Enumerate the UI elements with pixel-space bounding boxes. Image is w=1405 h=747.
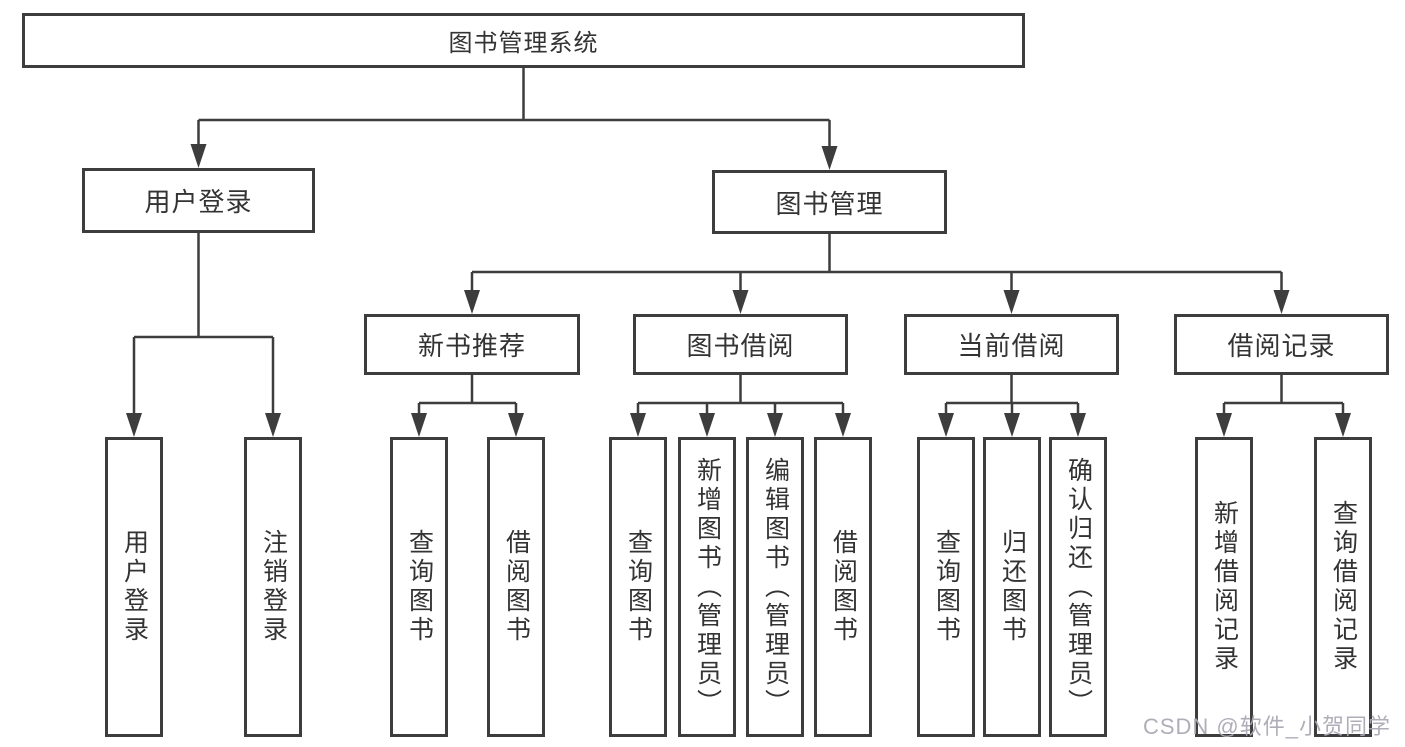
arrow-down-icon (190, 144, 207, 168)
arrow-down-icon (630, 413, 646, 437)
arrow-down-icon (464, 290, 480, 314)
leaf-node-user-login: 用户登录 (105, 437, 163, 737)
connector-current-borrow-to-leaves (938, 375, 1086, 437)
leaf-node-logout: 注销登录 (244, 437, 302, 737)
module-node-borrow-records: 借阅记录 (1174, 314, 1389, 375)
leaf-node-borrow-books-2: 借阅图书 (814, 437, 872, 737)
module-node-label: 新书推荐 (417, 331, 526, 361)
branch-node-label: 图书管理 (775, 188, 884, 219)
arrow-down-icon (411, 413, 427, 437)
arrow-down-icon (1070, 413, 1086, 437)
leaf-node-label: 借阅图书 (502, 529, 531, 645)
arrow-down-icon (835, 413, 851, 437)
csdn-watermark: CSDN @软件_小贺同学 (1142, 714, 1391, 739)
leaf-node-label: 注销登录 (259, 529, 288, 645)
leaf-node-label: 用户登录 (120, 529, 149, 645)
arrow-down-icon (821, 146, 838, 170)
leaf-node-return-book: 归还图书 (983, 437, 1041, 737)
branch-node-user-login: 用户登录 (82, 168, 315, 233)
leaf-node-label: 借阅图书 (829, 529, 858, 645)
connector-user-login-to-leaves (126, 233, 281, 437)
leaf-node-label: 新增图书（管理员） (693, 456, 722, 718)
arrow-down-icon (1216, 413, 1232, 437)
module-node-current-borrow: 当前借阅 (904, 314, 1119, 375)
leaf-node-add-book-admin: 新增图书（管理员） (678, 437, 736, 737)
arrow-down-icon (699, 413, 715, 437)
arrow-down-icon (938, 413, 954, 437)
leaf-node-label: 确认归还（管理员） (1064, 456, 1093, 718)
connector-borrow-records-to-leaves (1216, 375, 1351, 437)
arrow-down-icon (767, 413, 783, 437)
root-node-label: 图书管理系统 (448, 30, 599, 57)
module-node-book-borrow: 图书借阅 (633, 314, 848, 375)
connector-root-to-branches (190, 68, 838, 170)
arrow-down-icon (732, 290, 749, 314)
branch-node-book-management: 图书管理 (712, 170, 947, 234)
arrow-down-icon (508, 413, 524, 437)
leaf-node-edit-book-admin: 编辑图书（管理员） (746, 437, 804, 737)
leaf-node-label: 查询图书 (932, 529, 961, 645)
connector-book-mgmt-to-modules (464, 234, 1290, 314)
arrow-down-icon (126, 413, 142, 437)
leaf-node-query-borrow-record: 查询借阅记录 (1314, 437, 1372, 737)
leaf-node-label: 新增借阅记录 (1210, 500, 1239, 674)
leaf-node-label: 查询图书 (624, 529, 653, 645)
leaf-node-borrow-books-1: 借阅图书 (487, 437, 545, 737)
leaf-node-query-books-3: 查询图书 (917, 437, 975, 737)
root-node-library-system: 图书管理系统 (22, 13, 1025, 68)
arrow-down-icon (1335, 413, 1351, 437)
leaf-node-label: 查询图书 (405, 529, 434, 645)
leaf-node-label: 查询借阅记录 (1329, 500, 1358, 674)
connector-book-borrow-to-leaves (630, 375, 851, 437)
module-node-new-book-recommend: 新书推荐 (364, 314, 580, 375)
connector-new-book-to-leaves (411, 375, 524, 437)
branch-node-label: 用户登录 (144, 187, 253, 217)
leaf-node-confirm-return-admin: 确认归还（管理员） (1049, 437, 1107, 737)
module-node-label: 图书借阅 (686, 331, 795, 361)
leaf-node-label: 归还图书 (998, 529, 1027, 645)
leaf-node-label: 编辑图书（管理员） (761, 456, 790, 718)
arrow-down-icon (265, 413, 281, 437)
leaf-node-query-books-2: 查询图书 (609, 437, 667, 737)
arrow-down-icon (1004, 413, 1020, 437)
arrow-down-icon (1003, 290, 1020, 314)
module-node-label: 当前借阅 (957, 331, 1066, 361)
module-node-label: 借阅记录 (1227, 331, 1336, 361)
leaf-node-add-borrow-record: 新增借阅记录 (1195, 437, 1253, 737)
arrow-down-icon (1273, 290, 1290, 314)
leaf-node-query-books-1: 查询图书 (390, 437, 448, 737)
